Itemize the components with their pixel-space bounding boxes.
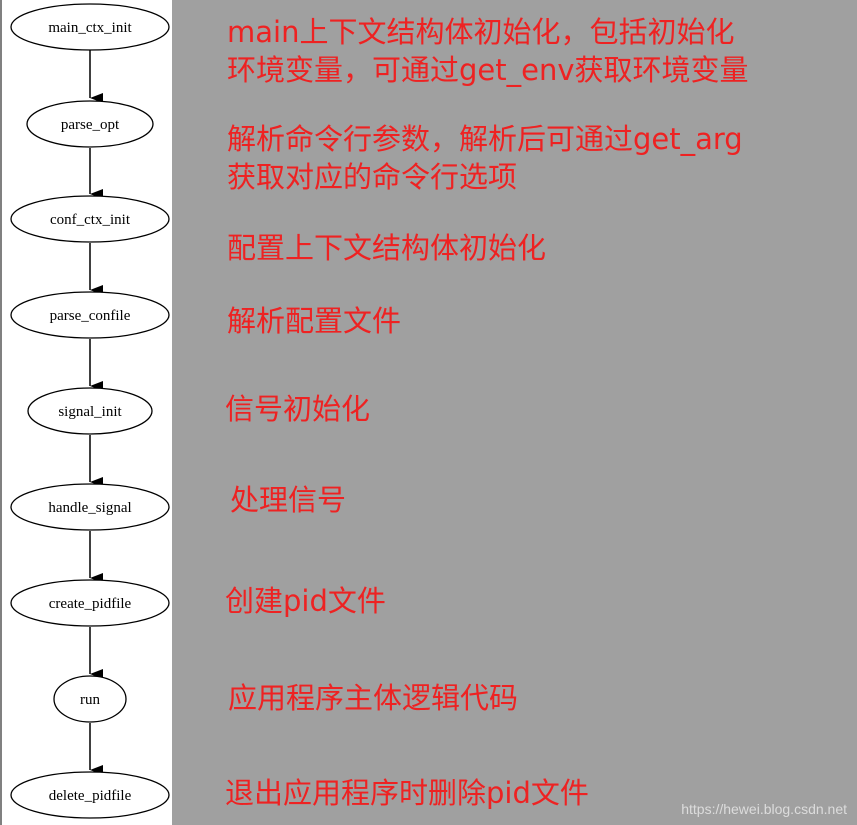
annotation-line: 配置上下文结构体初始化: [227, 231, 547, 265]
annotation-handle-signal: 处理信号: [230, 481, 346, 519]
node-handle-signal: handle_signal: [10, 483, 170, 531]
node-run: run: [53, 675, 127, 723]
annotation-parse-confile: 解析配置文件: [227, 302, 401, 340]
annotation-signal-init: 信号初始化: [225, 390, 370, 428]
node-label: create_pidfile: [49, 596, 132, 612]
node-parse-confile: parse_confile: [10, 291, 170, 339]
node-label: signal_init: [58, 404, 122, 420]
flowchart: main_ctx_init parse_opt conf_ctx_init pa…: [10, 3, 170, 819]
annotation-line: 获取对应的命令行选项: [227, 160, 518, 194]
annotation-run: 应用程序主体逻辑代码: [228, 679, 518, 717]
annotation-line: 解析命令行参数，解析后可通过get_arg: [227, 122, 743, 156]
annotation-main-ctx-init: main上下文结构体初始化，包括初始化 环境变量，可通过get_env获取环境变…: [227, 13, 749, 89]
node-label: delete_pidfile: [49, 788, 132, 804]
annotation-line: 环境变量，可通过get_env获取环境变量: [227, 53, 749, 87]
annotation-conf-ctx-init: 配置上下文结构体初始化: [227, 229, 546, 267]
node-main-ctx-init: main_ctx_init: [10, 3, 170, 51]
node-create-pidfile: create_pidfile: [10, 579, 170, 627]
node-label: conf_ctx_init: [50, 212, 131, 228]
node-label: parse_confile: [50, 308, 131, 324]
node-signal-init: signal_init: [27, 387, 153, 435]
node-label: handle_signal: [48, 500, 131, 516]
annotation-parse-opt: 解析命令行参数，解析后可通过get_arg 获取对应的命令行选项: [227, 120, 743, 196]
node-label: run: [80, 692, 100, 708]
flowchart-panel: main_ctx_init parse_opt conf_ctx_init pa…: [0, 0, 172, 825]
node-label: parse_opt: [61, 117, 120, 133]
node-delete-pidfile: delete_pidfile: [10, 771, 170, 819]
annotation-line: 创建pid文件: [225, 584, 386, 618]
node-conf-ctx-init: conf_ctx_init: [10, 195, 170, 243]
annotation-line: 信号初始化: [225, 392, 371, 426]
watermark: https://hewei.blog.csdn.net: [681, 801, 847, 817]
annotation-line: 解析配置文件: [227, 304, 402, 338]
annotation-line: main上下文结构体初始化，包括初始化: [227, 15, 735, 49]
annotation-delete-pidfile: 退出应用程序时删除pid文件: [225, 774, 589, 812]
annotation-line: 退出应用程序时删除pid文件: [225, 776, 589, 810]
node-label: main_ctx_init: [48, 20, 132, 36]
annotation-create-pidfile: 创建pid文件: [225, 582, 386, 620]
annotation-line: 应用程序主体逻辑代码: [228, 681, 519, 715]
annotation-line: 处理信号: [230, 483, 347, 517]
node-parse-opt: parse_opt: [26, 100, 154, 148]
